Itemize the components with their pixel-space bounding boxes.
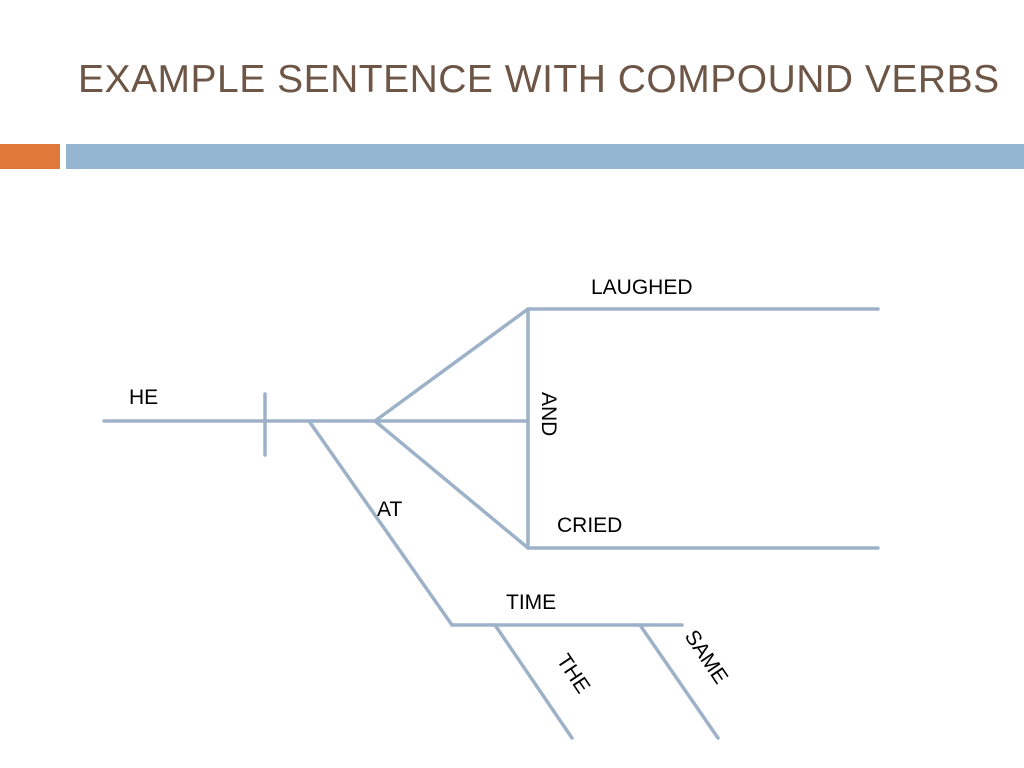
verb-2-label: CRIED: [557, 514, 622, 537]
modifier-1-label: THE: [552, 650, 595, 698]
object-label: TIME: [506, 591, 556, 614]
preposition-label: AT: [377, 498, 402, 521]
modifier-2-line: [638, 623, 720, 740]
title-accent-orange-bar: [0, 144, 60, 169]
page-title: EXAMPLE SENTENCE WITH COMPOUND VERBS: [78, 58, 1000, 101]
modifier-2-label: SAME: [680, 626, 732, 688]
subject-label: HE: [129, 386, 158, 409]
modifier-1-line: [493, 623, 574, 740]
fork-lower-line: [373, 419, 530, 550]
preposition-line: [307, 419, 454, 627]
title-accent-blue-bar: [66, 144, 1024, 169]
fork-upper-line: [373, 307, 530, 423]
conjunction-label: AND: [537, 392, 560, 436]
verb-1-label: LAUGHED: [591, 276, 693, 299]
